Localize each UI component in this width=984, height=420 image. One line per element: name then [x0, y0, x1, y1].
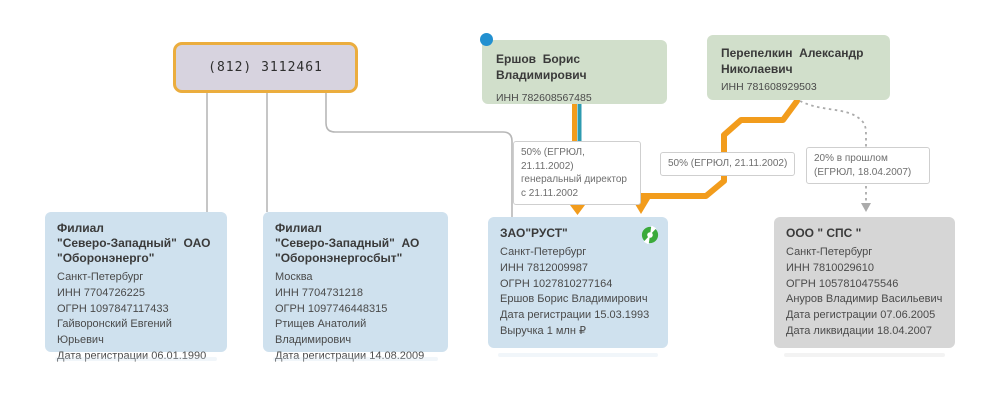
- company-ogrn: ОГРН 1097746448315: [275, 302, 388, 315]
- company-director: Ануров Владимир Васильевич: [786, 293, 943, 306]
- company-inn: ИНН 7704726225: [57, 286, 146, 299]
- person-node-perepelkin[interactable]: Перепелкин Александр Николаевич ИНН 7816…: [707, 35, 890, 100]
- company-director: Ершов Борис Владимирович: [500, 293, 648, 306]
- edge-label-ershov-rust: 50% (ЕГРЮЛ, 21.11.2002) генеральный дире…: [513, 141, 641, 205]
- company-director: Гайворонский Евгений Юрьевич: [57, 318, 175, 347]
- edge-label-perepelkin-rust: 50% (ЕГРЮЛ, 21.11.2002): [660, 152, 796, 176]
- company-liq-date: Дата ликвидации 18.04.2007: [786, 324, 933, 337]
- company-ogrn: ОГРН 1097847117433: [57, 302, 169, 315]
- phone-node[interactable]: (812) 3112461: [173, 42, 358, 93]
- active-company-circular-arrows-icon: [641, 226, 659, 244]
- company-director: Ртищев Анатолий Владимирович: [275, 318, 370, 347]
- arrowhead-perepelkin-sps: [861, 203, 871, 212]
- company-title: ЗАО"РУСТ": [500, 226, 568, 240]
- company-city: Санкт-Петербург: [57, 271, 144, 283]
- company-inn: ИНН 7812009987: [500, 261, 589, 274]
- company-city: Санкт-Петербург: [500, 246, 587, 258]
- company-reg-date: Дата регистрации 15.03.1993: [500, 309, 650, 322]
- phone-number: (812) 3112461: [208, 60, 323, 75]
- company-title: ООО " СПС ": [786, 226, 862, 240]
- company-title: Филиал "Северо-Западный" ОАО "Оборонэнер…: [57, 221, 211, 265]
- edge-label-role: генеральный директор с 21.11.2002: [521, 174, 630, 199]
- company-node-oboronenergo[interactable]: Филиал "Северо-Западный" ОАО "Оборонэнер…: [45, 212, 227, 362]
- edge-label-perepelkin-sps: 20% в прошлом (ЕГРЮЛ, 18.04.2007): [806, 147, 930, 184]
- company-node-sps[interactable]: ООО " СПС " Санкт-Петербург ИНН 78100296…: [774, 217, 955, 357]
- company-city: Санкт-Петербург: [786, 246, 873, 258]
- company-reg-date: Дата регистрации 14.08.2009: [275, 349, 425, 362]
- company-inn: ИНН 7704731218: [275, 286, 364, 299]
- company-ogrn: ОГРН 1057810475546: [786, 277, 899, 290]
- person-name: Ершов Борис Владимирович: [496, 52, 587, 82]
- company-city: Москва: [275, 271, 313, 283]
- company-title: Филиал "Северо-Западный" АО "Оборонэнерг…: [275, 221, 420, 265]
- company-node-rust[interactable]: ЗАО"РУСТ" Санкт-Петербург ИНН 7812009987…: [488, 217, 668, 357]
- person-inn: ИНН 782608567485: [496, 92, 592, 104]
- person-name: Перепелкин Александр Николаевич: [721, 46, 864, 76]
- edge-label-past-share: 20% в прошлом (ЕГРЮЛ, 18.04.2007): [814, 153, 912, 178]
- edge-perepelkin-sps-dashed: [799, 100, 871, 212]
- person-node-ershov[interactable]: Ершов Борис Владимирович ИНН 78260856748…: [482, 40, 667, 104]
- company-reg-date: Дата регистрации 06.01.1990: [57, 349, 207, 362]
- person-inn: ИНН 781608929503: [721, 81, 817, 93]
- edge-label-share: 50% (ЕГРЮЛ, 21.11.2002): [521, 147, 588, 172]
- company-revenue: Выручка 1 млн ₽: [500, 324, 586, 337]
- company-reg-date: Дата регистрации 07.06.2005: [786, 309, 936, 322]
- blue-marker-dot-icon: [480, 33, 493, 46]
- edge-label-share: 50% (ЕГРЮЛ, 21.11.2002): [668, 158, 788, 169]
- edge-phone-rust: [325, 93, 513, 217]
- company-node-oboronenergosbyt[interactable]: Филиал "Северо-Западный" АО "Оборонэнерг…: [263, 212, 448, 362]
- company-inn: ИНН 7810029610: [786, 261, 875, 274]
- company-ogrn: ОГРН 1027810277164: [500, 277, 613, 290]
